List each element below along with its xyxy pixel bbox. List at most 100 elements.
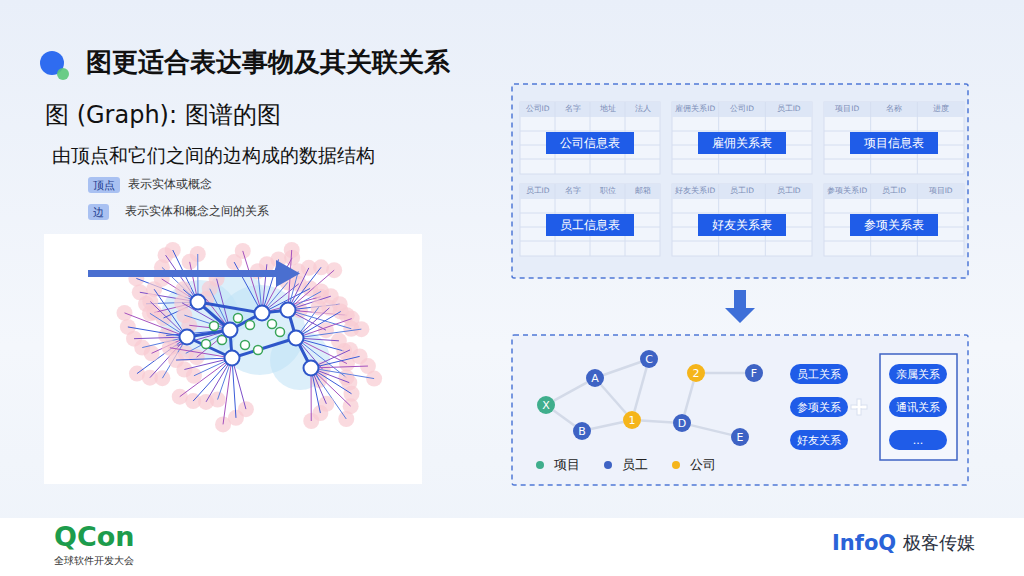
node-label: E: [737, 431, 744, 444]
brand-logo: InfoQ: [832, 531, 896, 556]
node-label: 好友关系表: [712, 217, 772, 234]
table-header-cell: 员工ID: [520, 186, 555, 195]
slide-title: 图更适合表达事物及其关联关系: [86, 47, 450, 78]
tag-description: 表示实体或概念: [128, 177, 212, 191]
legend-text: 员工: [622, 457, 648, 473]
network-illustration: [88, 242, 382, 432]
table-header-cell: 法人: [625, 104, 660, 113]
graph-edge: [641, 421, 673, 423]
table-header-cell: 项目ID: [917, 186, 964, 195]
table-name-box: 好友关系表: [698, 214, 786, 236]
brand-subtitle: 全球软件开发大会: [54, 555, 134, 567]
footer-band: [0, 518, 1024, 576]
table-header-cell: 邮箱: [625, 186, 660, 195]
data-table: [672, 184, 812, 256]
title-icon-dot: [57, 68, 69, 80]
vertex-tag: 顶点: [88, 177, 120, 193]
table-header-cell: 名称: [871, 104, 918, 113]
hub-node: [255, 306, 270, 321]
graph-vertex: C: [640, 350, 658, 368]
node-label: 顶点: [93, 178, 115, 193]
brand-logo: QCon: [54, 521, 135, 553]
spoke-line: [124, 313, 187, 337]
table-header-cell: 员工ID: [719, 186, 766, 195]
small-node: [254, 346, 263, 355]
hub-node: [191, 295, 206, 310]
table-row-line: [520, 159, 660, 160]
hub-node: [180, 330, 195, 345]
graph-vertex: 2: [687, 364, 705, 382]
table-header-cell: 好友关系ID: [672, 186, 719, 195]
graph-vertex: B: [573, 422, 591, 440]
relation-pill: 参项关系: [790, 397, 848, 417]
graph-edge: [705, 372, 745, 375]
graph-edge: [553, 410, 574, 425]
relation-pill: 通讯关系: [889, 397, 947, 417]
table-panel: [512, 84, 968, 278]
table-header-cell: 名字: [555, 104, 590, 113]
brand-name: 极客传媒: [903, 532, 975, 554]
relation-pill: 员工关系: [790, 364, 848, 384]
small-node: [246, 321, 255, 330]
section-heading: 图 (Graph): 图谱的图: [45, 101, 281, 130]
node-label: F: [751, 367, 757, 380]
cluster-blob: [270, 330, 330, 390]
hub-link: [198, 302, 262, 313]
table-name-box: 员工信息表: [546, 214, 634, 236]
data-table: [824, 184, 964, 256]
node-label: 参项关系: [797, 400, 841, 415]
flow-arrow-head: [276, 260, 300, 287]
spoke-line: [154, 289, 187, 337]
small-node: [202, 340, 211, 349]
node-label: 项目信息表: [864, 135, 924, 152]
node-label: C: [645, 353, 653, 366]
leaf-blob: [120, 319, 136, 335]
table-header-cell: 名字: [555, 186, 590, 195]
spoke-line: [311, 366, 368, 368]
node-label: 边: [93, 205, 104, 220]
node-label: 公司信息表: [560, 135, 620, 152]
graph-vertex: E: [731, 428, 749, 446]
graph-edge: [603, 362, 640, 375]
legend-swatch: [604, 461, 612, 469]
relation-pill: ...: [889, 430, 947, 450]
table-header-cell: 项目ID: [824, 104, 871, 113]
relation-pill: 好友关系: [790, 430, 848, 450]
table-header-cell: 参项关系ID: [824, 186, 871, 195]
graph-vertex: X: [537, 396, 555, 414]
edge-tag: 边: [88, 204, 109, 220]
small-node: [241, 341, 250, 350]
legend-item: 项目: [536, 457, 580, 473]
spoke-line: [232, 358, 236, 418]
graph-panel: [512, 335, 968, 485]
legend-item: 公司: [672, 457, 716, 473]
table-row-line: [824, 159, 964, 160]
table-header-cell: 职位: [590, 186, 625, 195]
legend-text: 公司: [690, 457, 716, 473]
hub-node: [223, 323, 238, 338]
table-row-line: [672, 159, 812, 160]
data-table: [824, 102, 964, 174]
table-header: [824, 184, 964, 199]
graph-edge: [634, 368, 646, 412]
small-node: [234, 314, 243, 323]
table-header-cell: 进度: [917, 104, 964, 113]
node-label: 雇佣关系表: [712, 135, 772, 152]
data-table: [520, 184, 660, 256]
plus-symbol: [852, 406, 866, 408]
graph-edge: [554, 382, 587, 400]
flow-arrow: [88, 270, 278, 277]
table-header-cell: 员工ID: [765, 104, 812, 113]
small-node: [210, 322, 219, 331]
graph-vertex: 1: [623, 411, 641, 429]
hub-link: [232, 338, 296, 358]
spoke-line: [223, 358, 232, 424]
graph-edge: [601, 385, 626, 413]
graph-vertex: A: [586, 369, 604, 387]
table-header-cell: 地址: [590, 104, 625, 113]
illustration-frame: [44, 234, 422, 484]
hub-node: [281, 303, 296, 318]
node-label: ...: [913, 434, 924, 447]
small-node: [268, 320, 277, 329]
